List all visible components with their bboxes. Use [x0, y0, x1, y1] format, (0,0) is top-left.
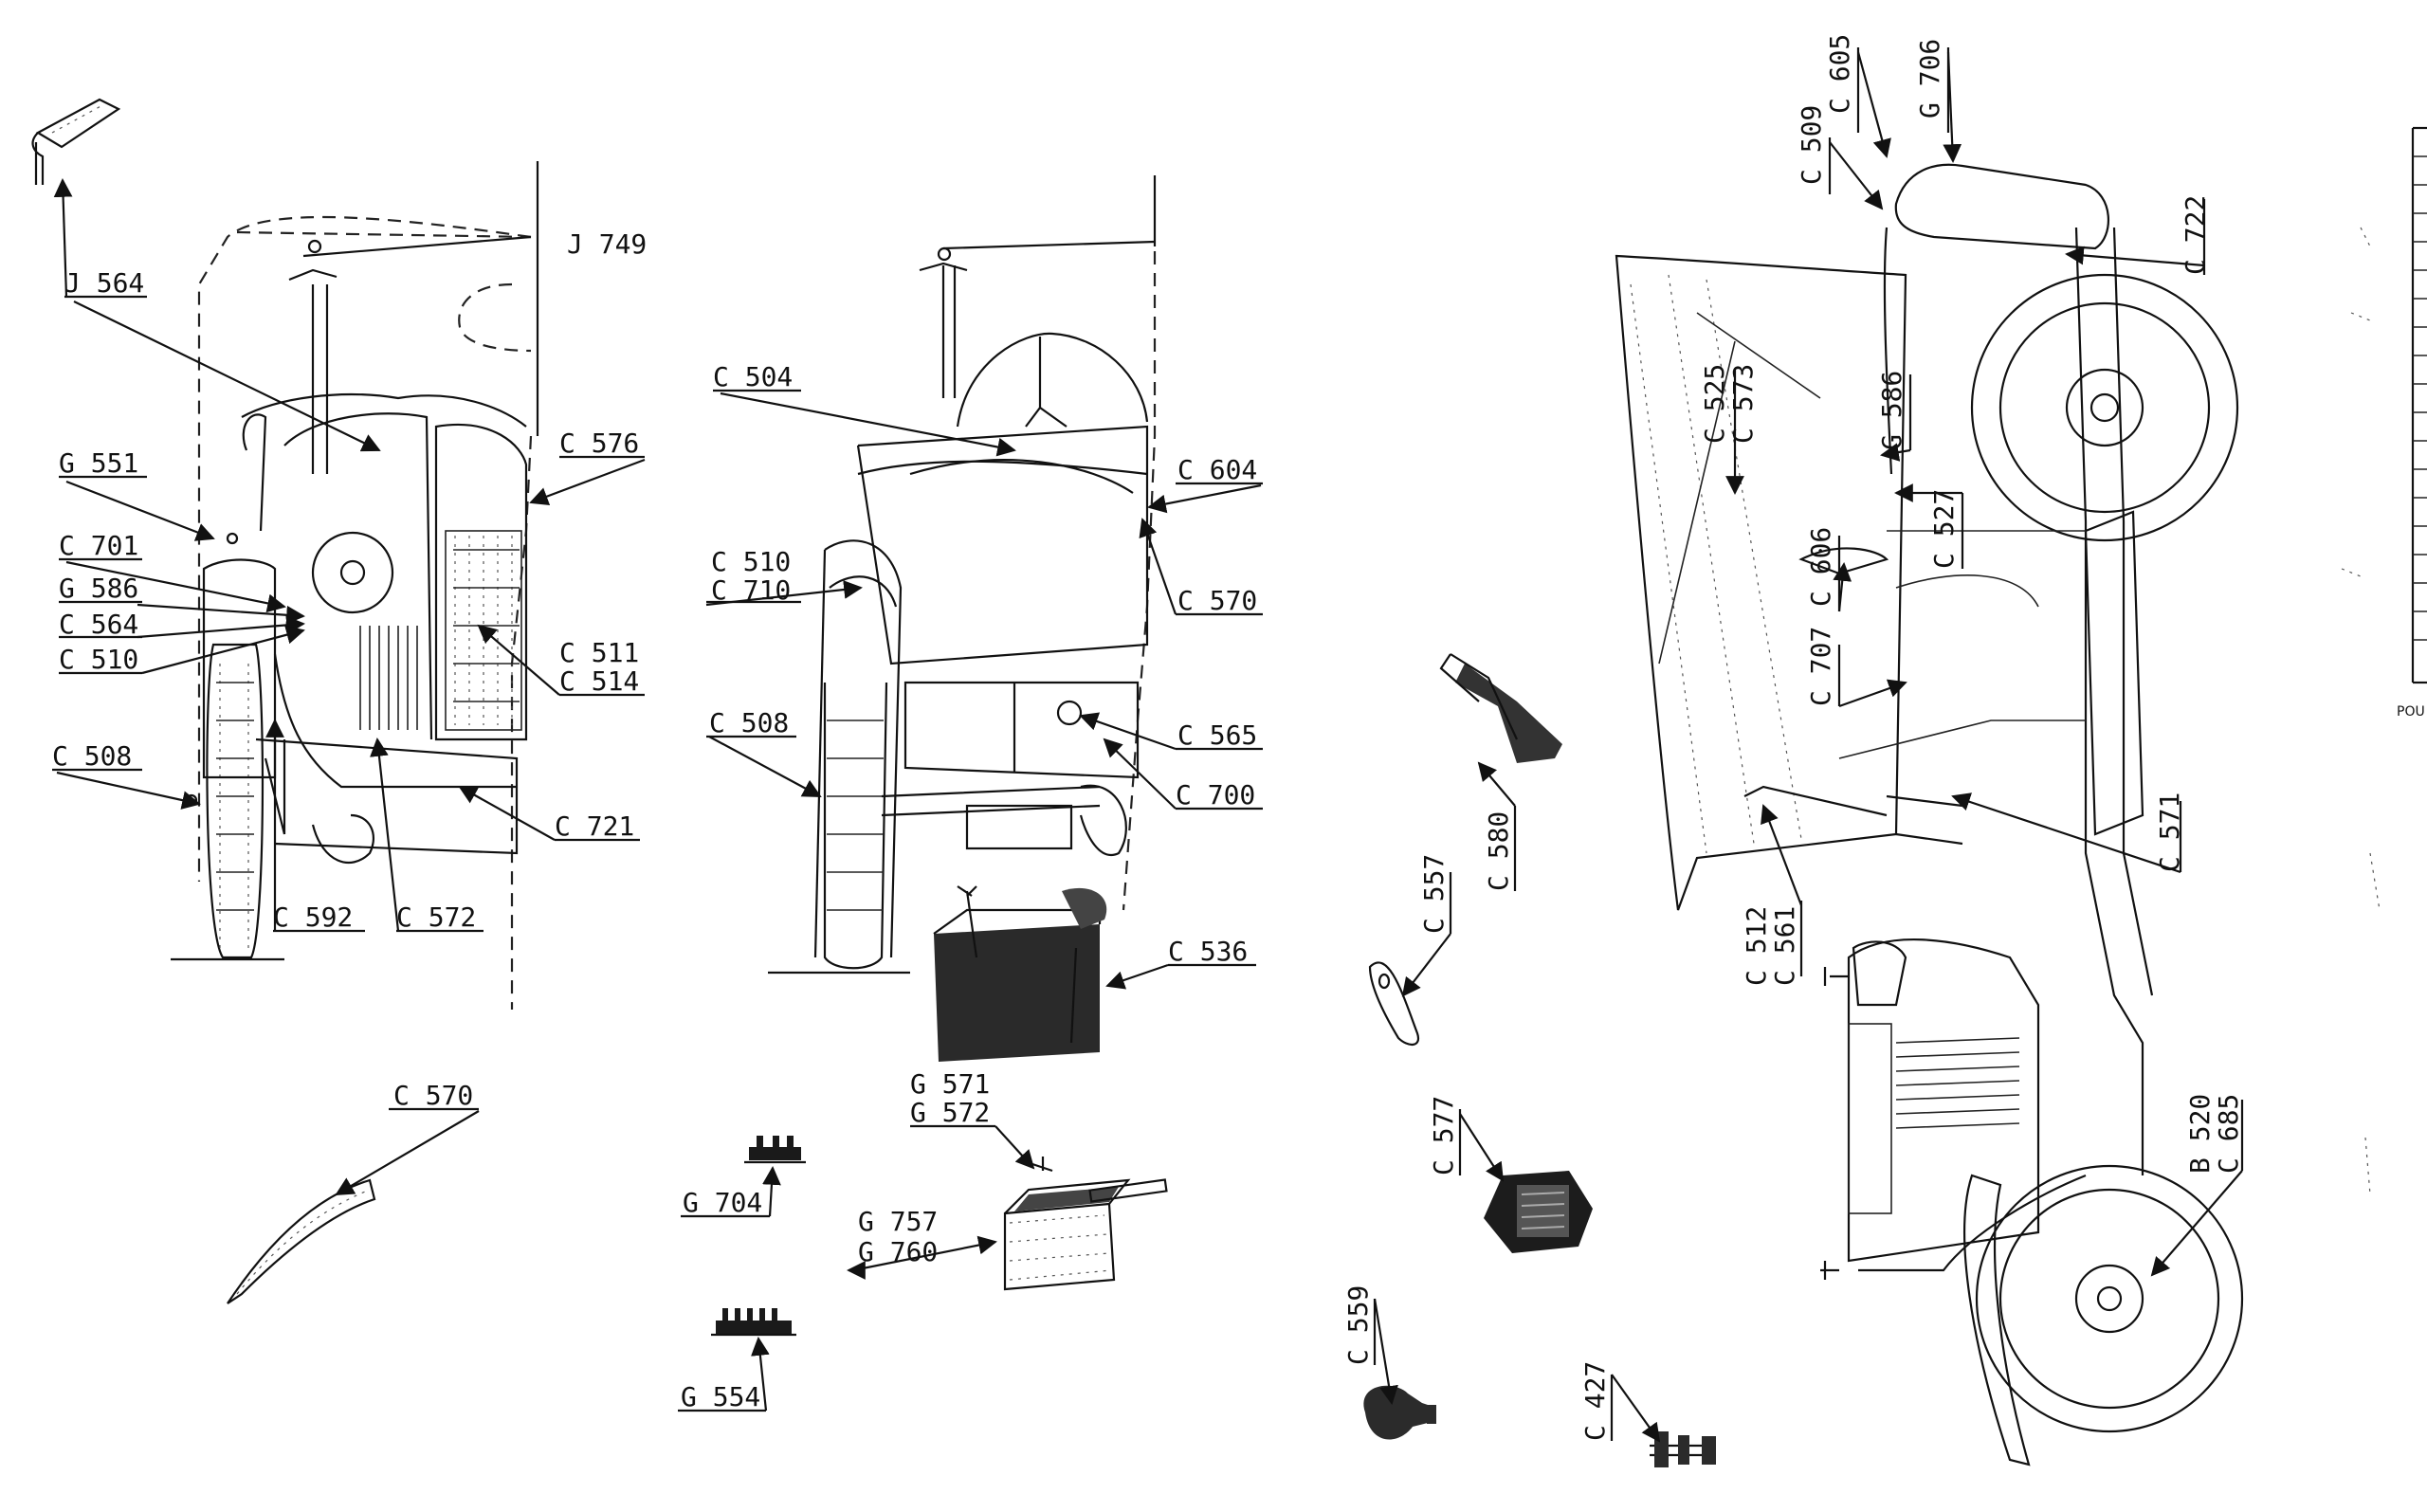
callout-labels-vertical: C 605 G 706 C 509 C 722 C 525 C 573 G 58…	[1342, 34, 2244, 1441]
callout-c707: C 707	[1805, 627, 1836, 706]
callout-c700: C 700	[1176, 779, 1255, 811]
battery-drawing	[1003, 1157, 1168, 1291]
callout-c570-left: C 570	[393, 1080, 473, 1111]
callout-c511: C 511	[559, 637, 639, 668]
headlight	[311, 531, 394, 614]
callout-c576: C 576	[559, 428, 639, 459]
callout-c570-centre: C 570	[1177, 585, 1257, 616]
front-tyre	[171, 643, 284, 961]
callout-c592: C 592	[273, 902, 353, 933]
callout-c561: C 561	[1769, 906, 1800, 986]
side-view-drawing	[1615, 163, 2244, 1466]
callout-c510-centre: C 510	[711, 546, 791, 577]
callout-c509: C 509	[1796, 105, 1827, 185]
callout-b520: B 520	[2184, 1094, 2216, 1174]
callout-c572: C 572	[396, 902, 476, 933]
callout-c557: C 557	[1418, 854, 1450, 934]
callout-c565: C 565	[1177, 720, 1257, 751]
callout-g554: G 554	[681, 1381, 760, 1412]
callout-g571: G 571	[910, 1068, 990, 1100]
callout-c701: C 701	[59, 530, 138, 561]
callout-c606: C 606	[1805, 527, 1836, 607]
callout-c508-centre: C 508	[709, 707, 789, 738]
callout-c577: C 577	[1428, 1096, 1459, 1175]
callout-g704: G 704	[683, 1187, 762, 1218]
callout-c721: C 721	[555, 811, 634, 842]
callout-c514: C 514	[559, 665, 639, 697]
spare-wheel	[1970, 273, 2239, 542]
callout-g706: G 706	[1914, 39, 1945, 118]
callout-j749: J 749	[567, 228, 647, 260]
callout-g760: G 760	[858, 1236, 938, 1267]
terminal-strip-g554	[711, 1308, 796, 1337]
centre-tyre	[768, 682, 910, 975]
callout-g586: G 586	[59, 573, 138, 604]
callout-c710: C 710	[711, 574, 791, 606]
callout-c504: C 504	[713, 361, 793, 392]
callout-labels: J 564 J 749 G 551 C 576 C 701 G 586 C 56…	[52, 228, 1257, 1412]
edge-text: POU	[2397, 704, 2425, 720]
leader-lines	[52, 47, 2244, 1443]
callout-c508: C 508	[52, 740, 132, 772]
callout-c527: C 527	[1928, 489, 1960, 569]
callout-g757: G 757	[858, 1206, 938, 1237]
scan-speckle	[2341, 227, 2381, 1195]
callout-c604: C 604	[1177, 454, 1257, 485]
knob-c559	[1363, 1385, 1436, 1440]
callout-c510: C 510	[59, 644, 138, 675]
callout-g572: G 572	[910, 1097, 990, 1128]
callout-c564: C 564	[59, 609, 138, 640]
battery-box-drawing	[933, 885, 1107, 1062]
edge-table-fragment: POU	[2397, 126, 2427, 720]
callout-c573: C 573	[1727, 364, 1759, 444]
front-wheel	[1975, 1164, 2244, 1433]
fender-strip-drawing	[227, 1178, 376, 1304]
lamp-j564	[31, 98, 121, 185]
callout-c685: C 685	[2213, 1094, 2244, 1174]
bracket-c580	[1439, 653, 1562, 763]
callout-g551: G 551	[59, 447, 138, 479]
front-view-drawing	[171, 161, 539, 1010]
clip-c557	[1368, 961, 1420, 1046]
callout-j564: J 564	[64, 267, 144, 299]
callout-c605: C 605	[1824, 34, 1855, 114]
callout-c559: C 559	[1342, 1285, 1374, 1365]
terminal-strip-g704	[744, 1136, 806, 1164]
callout-c722: C 722	[2180, 195, 2211, 275]
callout-c571: C 571	[2154, 792, 2185, 872]
callout-c427: C 427	[1579, 1361, 1611, 1441]
centre-view-drawing	[768, 175, 1157, 975]
callout-c536: C 536	[1168, 936, 1248, 967]
callout-c525: C 525	[1699, 364, 1730, 444]
callout-c512: C 512	[1741, 906, 1772, 986]
bolt-c427	[1650, 1431, 1716, 1467]
callout-c580: C 580	[1483, 811, 1514, 891]
callout-g586-side: G 586	[1876, 371, 1907, 450]
emblem-c577	[1484, 1171, 1593, 1253]
